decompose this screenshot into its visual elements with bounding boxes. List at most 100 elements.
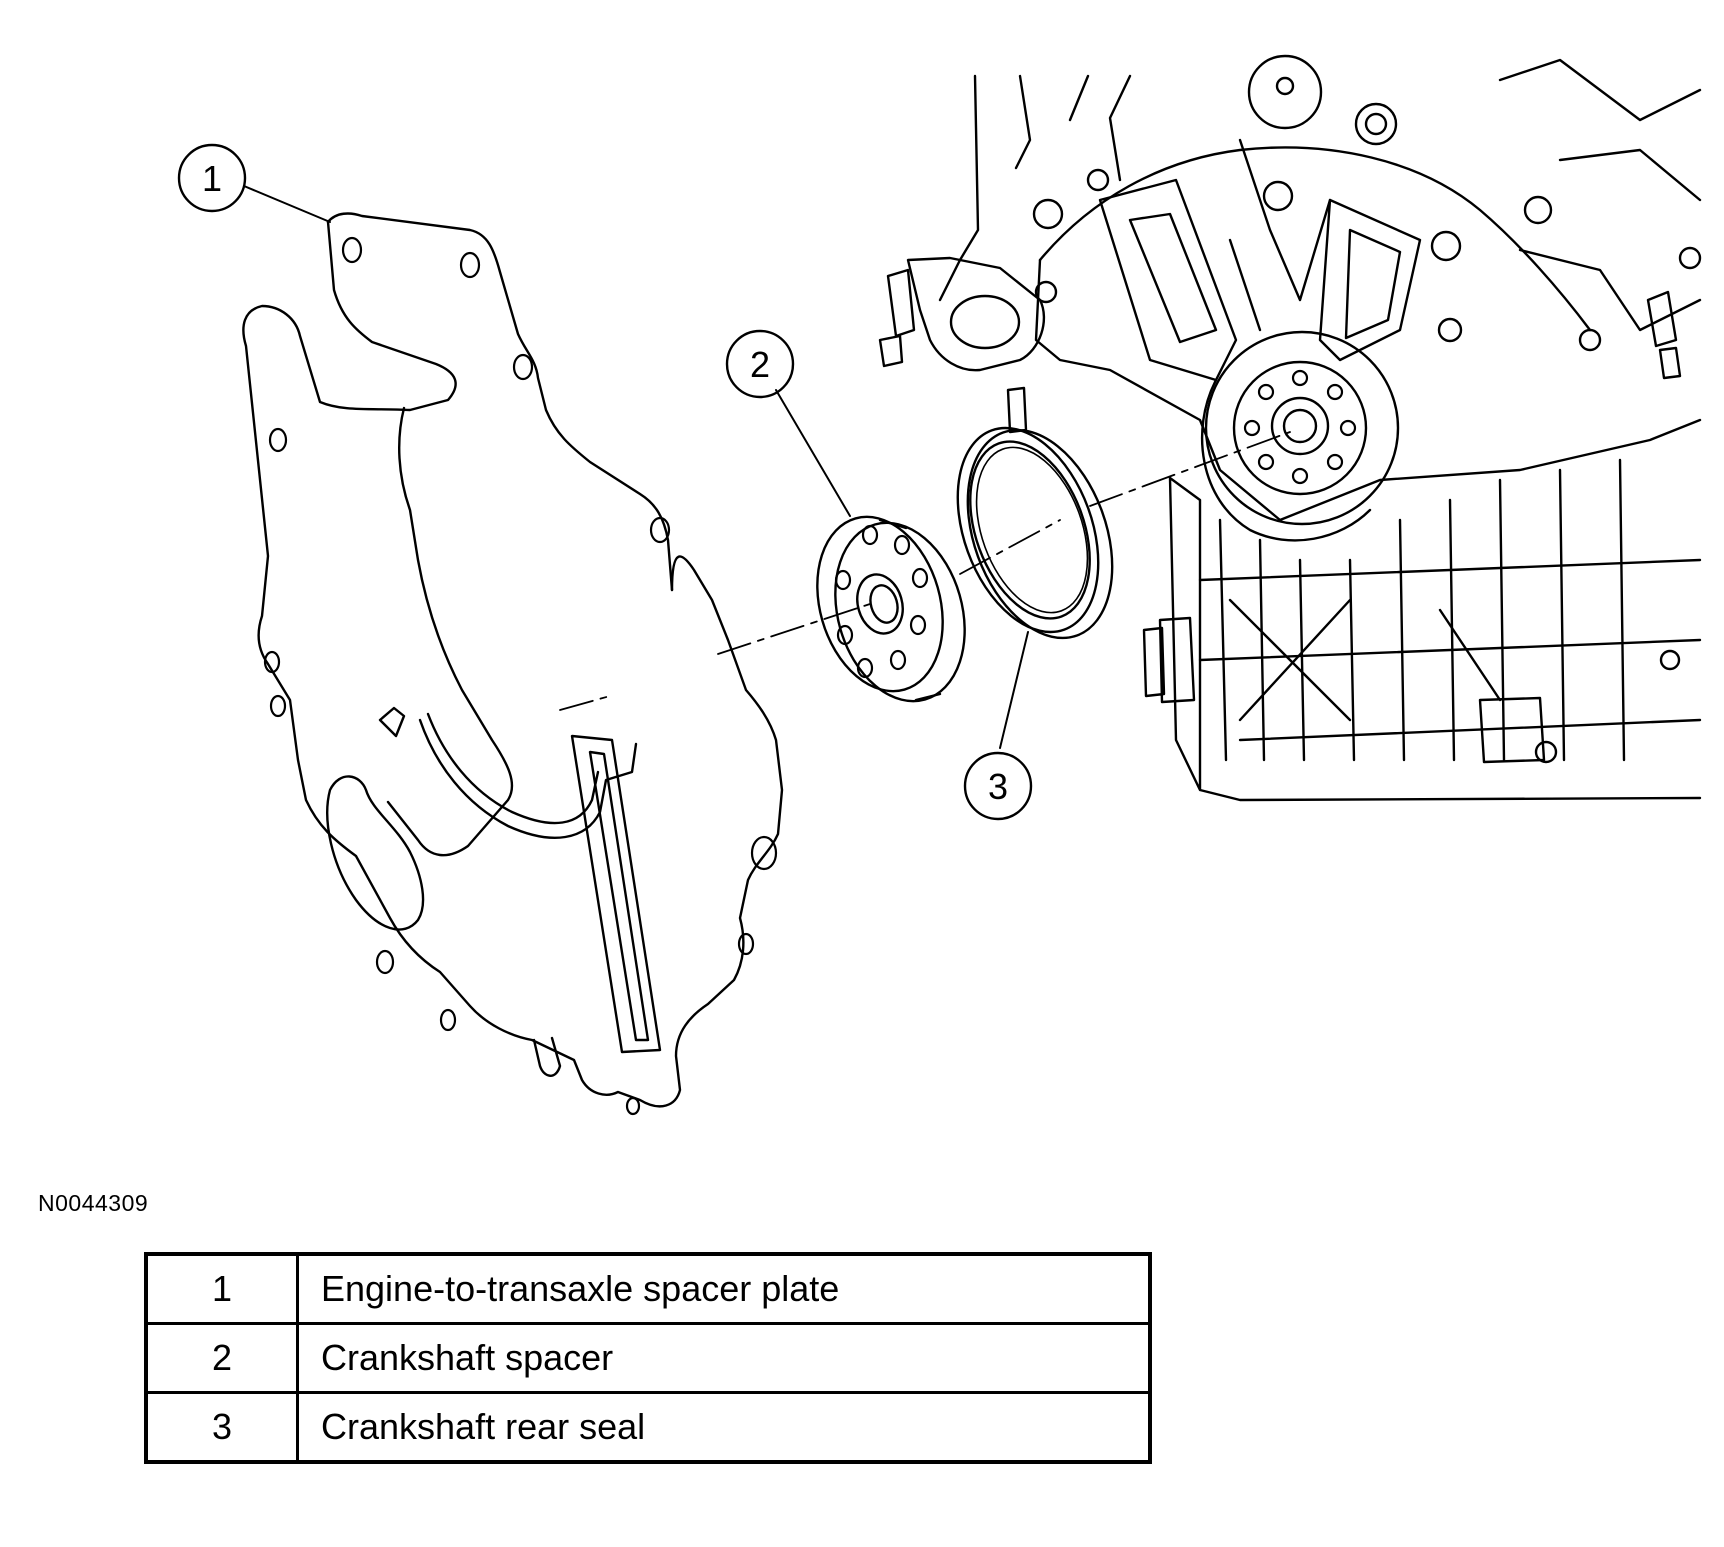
hole [649, 516, 671, 544]
block-port-flange [906, 256, 1046, 372]
block-top-left [938, 74, 1032, 302]
block-boss [1086, 168, 1110, 192]
spacer-plate-bell-inner [418, 718, 638, 839]
hole [341, 236, 363, 264]
spacer-front-face [816, 515, 944, 693]
hole [263, 650, 281, 674]
spacer-plate-upper-tongue [326, 212, 674, 592]
legend-part: Crankshaft rear seal [296, 1391, 1152, 1464]
hole [750, 835, 778, 871]
engine-block-drawing [878, 54, 1702, 802]
spacer-plate-tab [378, 706, 406, 738]
hole [375, 949, 395, 975]
spacer-plate-notch [532, 1036, 562, 1077]
callout-3: 3 [963, 751, 1033, 821]
block-boss [1534, 740, 1558, 764]
block-pan-bracket [1142, 616, 1196, 704]
block-port [949, 294, 1021, 350]
callout-2: 2 [725, 329, 795, 399]
spacer-plate-holes [263, 236, 778, 1116]
hole [737, 932, 755, 956]
seal-outer-front [956, 426, 1100, 634]
hole [1243, 419, 1261, 437]
hole [1291, 369, 1309, 387]
legend-number: 3 [144, 1391, 299, 1464]
hole [1326, 453, 1344, 471]
seal-outer-back [966, 428, 1114, 640]
block-top-cap-inner [1275, 76, 1295, 96]
callout-1: 1 [177, 143, 247, 213]
block-oil-pan [1168, 476, 1702, 802]
figure-id: N0044309 [38, 1190, 149, 1216]
block-pan-rails [1198, 558, 1702, 742]
seal-inner [975, 446, 1089, 614]
hole [909, 614, 927, 636]
block-boss [1578, 328, 1602, 352]
crank-pilot-outer [1270, 396, 1330, 456]
block-right-stud [1646, 290, 1682, 380]
hole [1257, 383, 1275, 401]
block-pan-ribs [1218, 458, 1626, 762]
callout-leaders [243, 185, 1029, 749]
crank-flange-housing [1204, 330, 1400, 526]
hole [1291, 467, 1309, 485]
spacer-plate-outline [242, 220, 784, 1108]
hole [893, 534, 911, 556]
block-right-bank [1318, 198, 1422, 362]
spacer-back-face [834, 521, 966, 703]
block-stud-2 [1006, 386, 1028, 434]
callout-3-number: 3 [988, 766, 1008, 807]
block-boss [1659, 649, 1681, 671]
hole [911, 567, 929, 589]
hole [269, 694, 287, 718]
block-left-bank [1098, 178, 1238, 382]
hole [512, 353, 534, 381]
spacer-bore-outer [856, 573, 904, 635]
centerline-plate-to-spacer [717, 603, 871, 655]
legend-part: Crankshaft spacer [296, 1322, 1152, 1394]
spacer-plate-slot-inner [588, 750, 650, 1042]
hole [625, 1096, 641, 1116]
rear-seal-drawing [956, 426, 1114, 640]
leader-1 [243, 185, 331, 223]
centerline-seal-to-crank [1089, 431, 1291, 507]
spacer-plate-bell-rim [386, 406, 514, 857]
block-pan-web [1228, 598, 1502, 722]
spacer-plate-oval-cutout [326, 775, 425, 931]
block-center-web [1228, 138, 1332, 332]
crank-flange-bolts [1243, 369, 1357, 485]
spacer-plate-drawing [242, 212, 784, 1116]
centerline-spacer-to-seal [959, 519, 1061, 575]
block-top-lines [1068, 74, 1132, 182]
table-row: 3 Crankshaft rear seal [144, 1391, 1152, 1464]
legend-part: Engine-to-transaxle spacer plate [296, 1252, 1152, 1325]
block-boss [1678, 246, 1702, 270]
hole [459, 251, 481, 279]
assembly-centerline [559, 431, 1291, 711]
callout-1-circle [177, 143, 247, 213]
spacer-bolt-holes [834, 524, 929, 679]
hole [1257, 453, 1275, 471]
block-boss [1523, 195, 1553, 225]
table-row: 1 Engine-to-transaxle spacer plate [144, 1252, 1152, 1325]
callout-1-number: 1 [202, 158, 222, 199]
parts-legend-table: 1 Engine-to-transaxle spacer plate 2 Cra… [144, 1252, 1152, 1464]
hole [439, 1008, 457, 1032]
block-boss [1262, 180, 1294, 212]
leader-3 [999, 631, 1029, 749]
hole [889, 649, 907, 671]
spacer-rim [878, 518, 942, 702]
centerline-plate-hidden [559, 695, 611, 711]
callout-3-circle [963, 751, 1033, 821]
block-top-ring [1354, 102, 1398, 146]
spacer-plate-slot [570, 734, 662, 1054]
block-boss [1034, 280, 1058, 304]
crank-flange [1232, 360, 1368, 496]
hole [861, 524, 879, 546]
block-right-bank-inner [1344, 228, 1402, 340]
table-row: 2 Crankshaft spacer [144, 1322, 1152, 1394]
spacer-plate-bell-inner-2 [426, 712, 600, 825]
leader-2 [775, 389, 851, 517]
exploded-view-diagram: 1 2 3 [177, 54, 1702, 1116]
block-left-bank-inner [1128, 212, 1218, 344]
